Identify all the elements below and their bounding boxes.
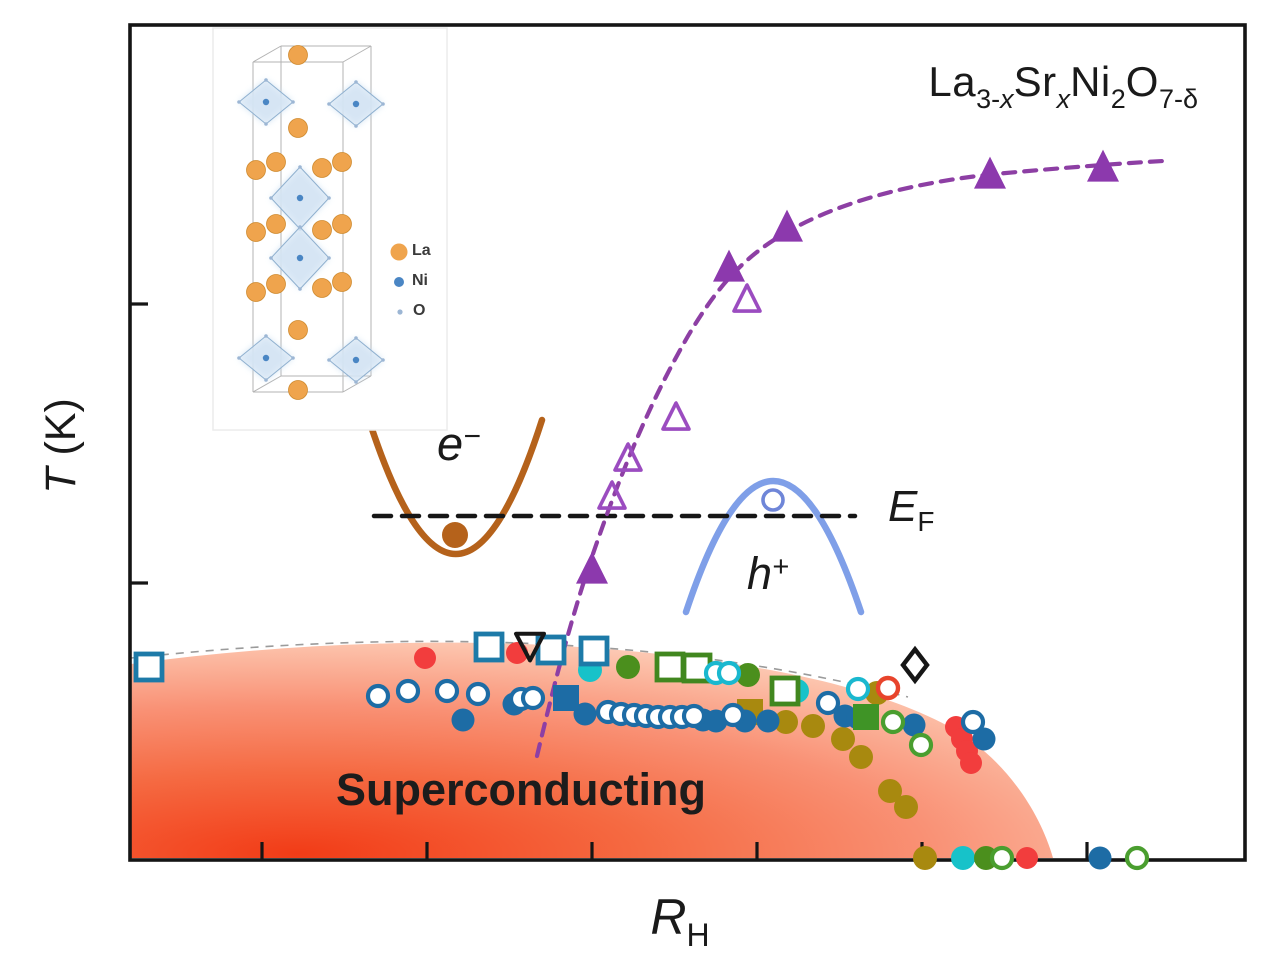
hall-crossover-curve — [534, 158, 1166, 759]
nio6-octahedra — [237, 78, 385, 384]
chemical-formula-title: La3-xSrxNi2O7-δ — [928, 58, 1198, 114]
x-axis-label: RH — [650, 889, 710, 953]
o-legend-swatch — [397, 309, 403, 315]
red-filled-circles — [414, 642, 1038, 869]
hole-band-label: h+ — [747, 548, 789, 599]
purple-filled-triangles — [576, 149, 1119, 584]
open-green-circles — [880, 709, 1150, 871]
green-filled-square — [853, 704, 879, 730]
open-red-circle — [875, 675, 901, 701]
black-open-down-triangle — [514, 631, 546, 663]
electron-carrier-dot — [442, 522, 468, 548]
electron-band-parabola — [365, 416, 546, 557]
y-axis-label: T (K) — [37, 398, 85, 494]
fermi-level-label: EF — [888, 482, 935, 537]
hole-band-parabola — [682, 478, 865, 616]
superconducting-label: Superconducting — [336, 764, 706, 815]
purple-open-triangles — [597, 283, 762, 510]
la-atoms — [246, 45, 352, 400]
open-green-squares — [654, 651, 801, 707]
blue-filled-square — [553, 685, 579, 711]
hole-carrier-open-dot — [761, 488, 785, 512]
ni-legend-swatch — [394, 277, 404, 287]
data-points — [133, 149, 1150, 871]
inset-legend-label-o: O — [413, 302, 426, 319]
inset-legend-label-la: La — [412, 242, 431, 259]
band-and-crossover-curves — [365, 158, 1166, 759]
open-blue-squares — [133, 631, 610, 683]
black-open-diamond — [900, 645, 930, 685]
open-cyan-circles — [703, 660, 871, 702]
crystal-structure-inset — [212, 27, 448, 431]
inset-legend-label-ni: Ni — [412, 272, 428, 289]
electron-band-label: e− — [437, 417, 481, 470]
la-legend-swatch — [390, 243, 408, 261]
open-blue-circles — [365, 678, 986, 735]
